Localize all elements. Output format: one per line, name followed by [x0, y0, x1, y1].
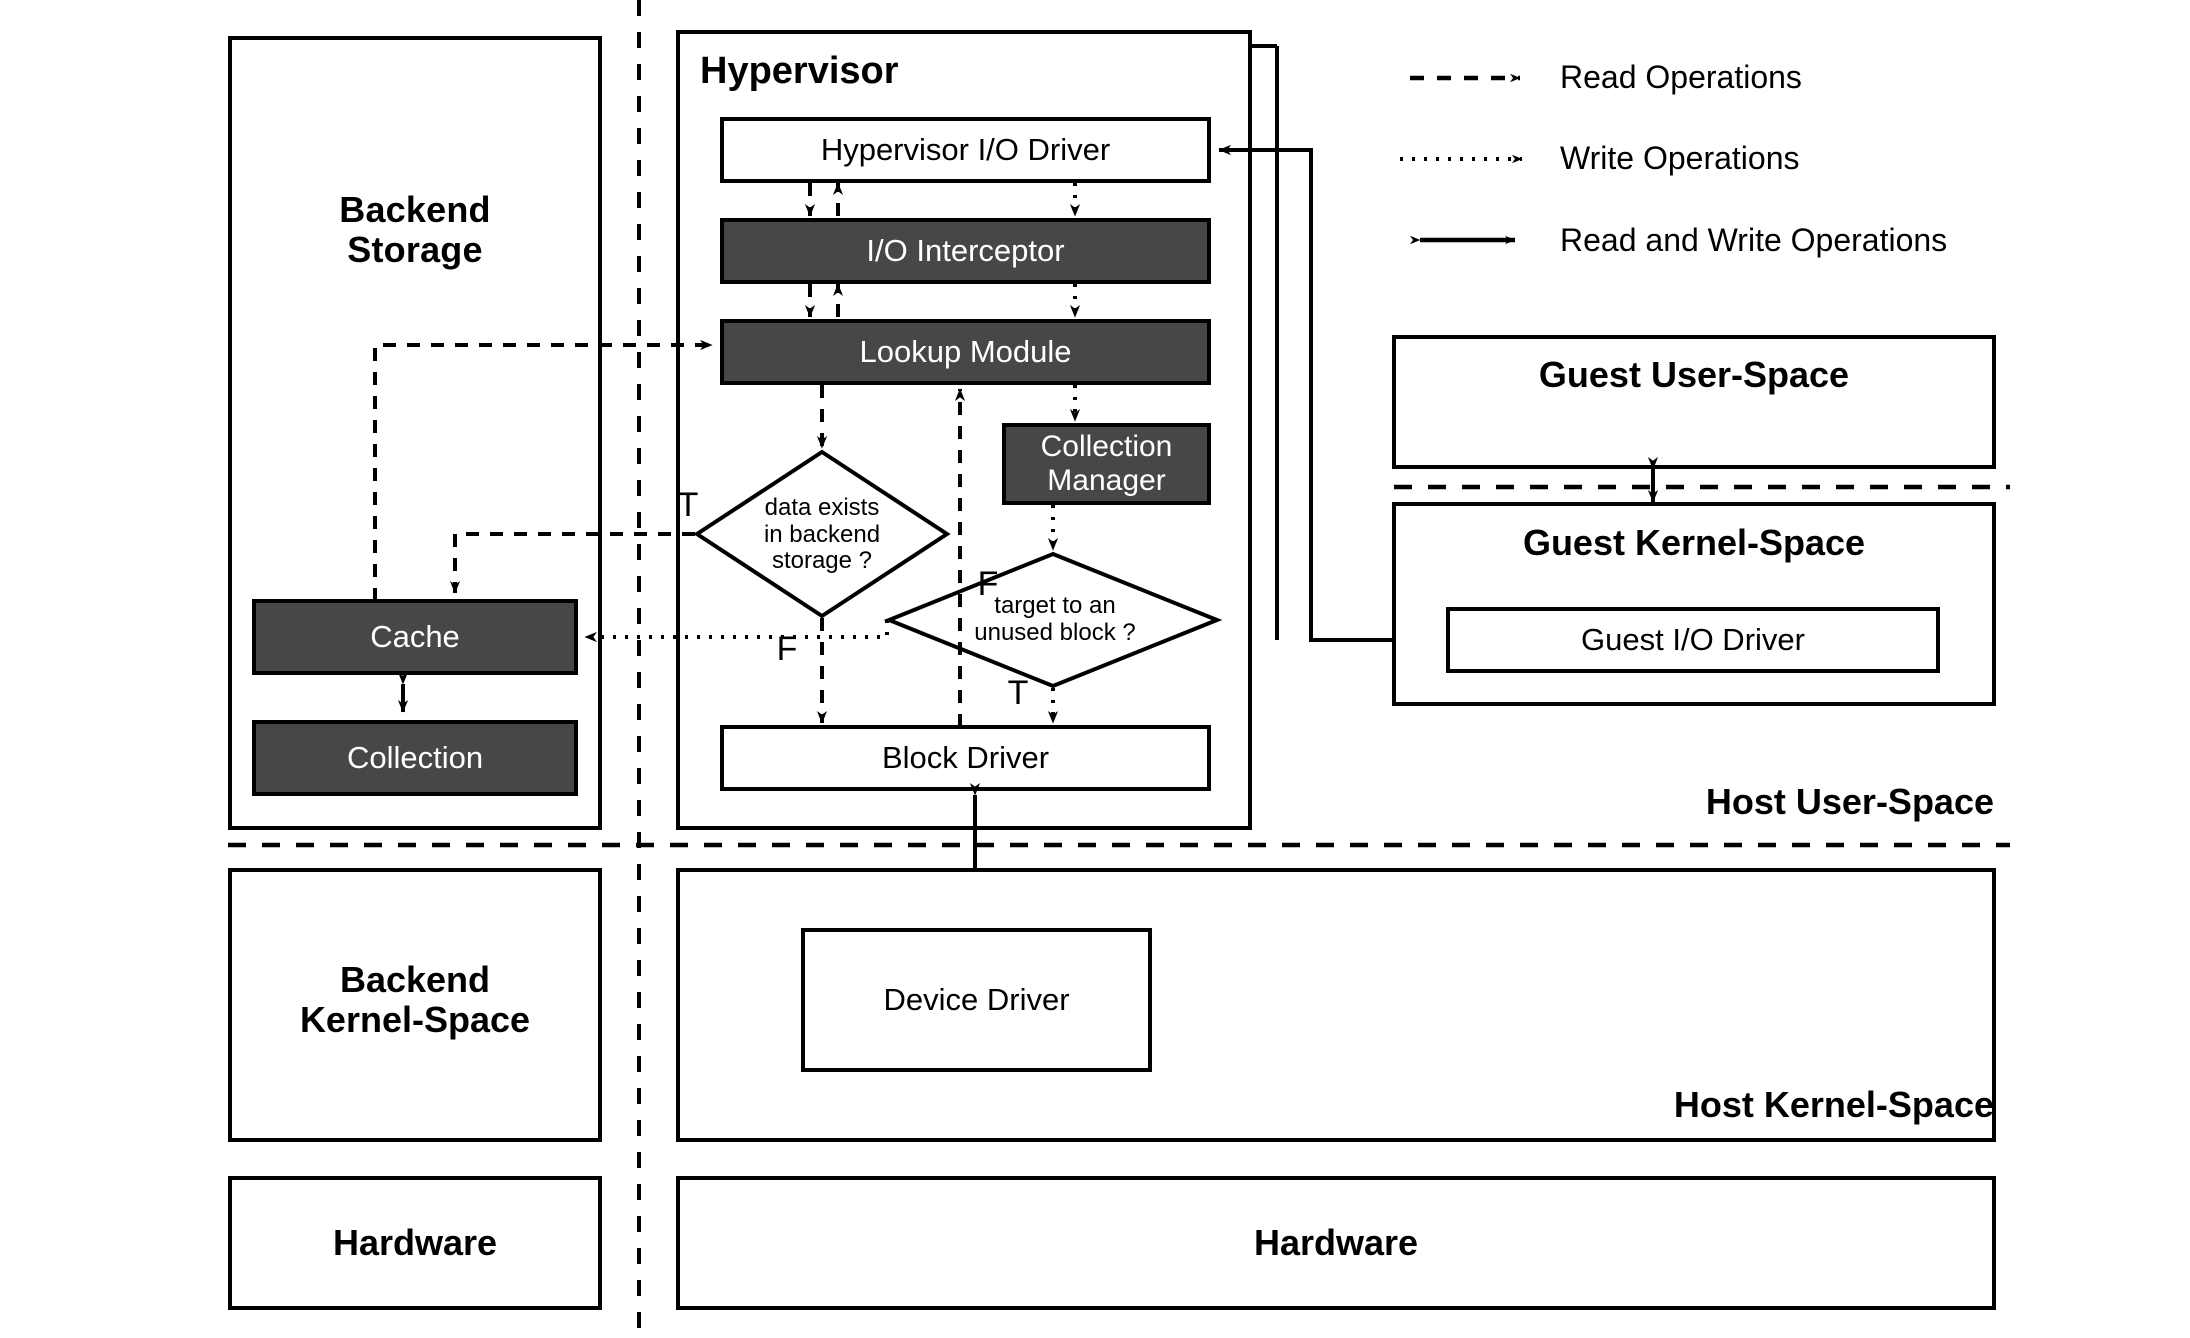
rw-path-guest-io-to-hypervisor-io: [1218, 144, 1434, 642]
backend-hardware-box: [228, 1176, 602, 1310]
backend-kernel-space-box: [228, 868, 602, 1142]
host-hardware-box: [676, 1176, 1996, 1310]
guest-io-driver-box: [1446, 607, 1940, 673]
read-path-decision-true-to-cache: [449, 532, 695, 594]
cache-box: [252, 599, 578, 675]
collection-manager-box: [1002, 423, 1211, 505]
collection-box: [252, 720, 578, 796]
backend-storage-box: [228, 36, 602, 830]
hypervisor-io-driver-box: [720, 117, 1211, 183]
write-path-decision-false-to-cache: [584, 620, 889, 643]
device-driver-box: [801, 928, 1152, 1072]
block-driver-box: [720, 725, 1211, 791]
guest-kernel-space-box: [1392, 502, 1996, 706]
guest-user-space-box: [1392, 335, 1996, 469]
decision-backend-diamond: [693, 449, 951, 619]
io-interceptor-box: [720, 218, 1211, 284]
lookup-module-box: [720, 319, 1211, 385]
read-path-cache-to-lookup: [373, 339, 713, 601]
decision-unused-block-diamond: [883, 551, 1223, 689]
